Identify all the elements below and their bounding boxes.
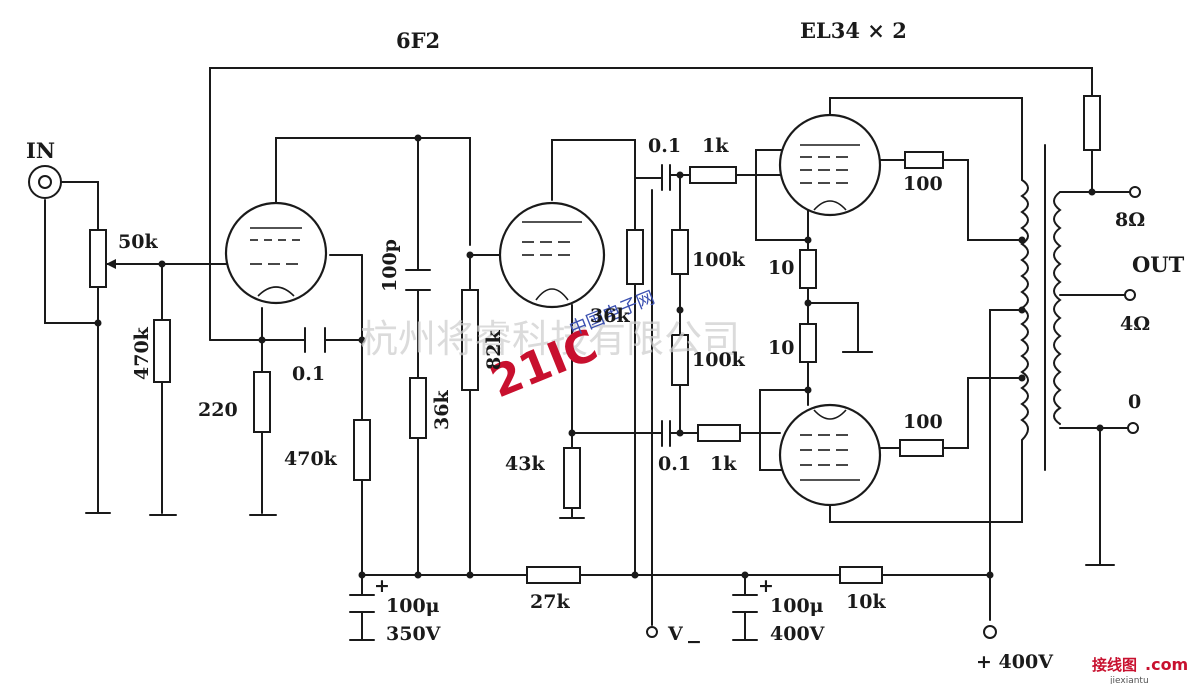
label-r-cathode: 220: [198, 399, 238, 421]
site-url: jiexiantu: [1109, 676, 1149, 684]
resistor-feedback: [1083, 95, 1101, 151]
site-com: .com: [1145, 655, 1188, 674]
label-cap2-voltage: 400V: [770, 623, 826, 645]
label-r-10-top: 10: [768, 257, 794, 279]
tube-el34-bottom: [778, 403, 882, 507]
label-r-10k: 10k: [846, 591, 886, 613]
label-output: OUT: [1132, 252, 1185, 277]
junction-dots: [94, 134, 1104, 579]
input-jack-inner: [38, 175, 52, 189]
label-cap2-value: 100μ: [770, 595, 824, 617]
labels: 6F2 EL34 × 2 IN OUT 8Ω 4Ω 0 50k 470k 220…: [26, 18, 1185, 673]
label-r-100-bottom: 100: [903, 411, 943, 433]
terminals: [28, 165, 1141, 639]
terminal-b-plus: [983, 625, 997, 639]
resistor-1k-top: [689, 166, 737, 184]
label-r-82k: 82k: [483, 330, 505, 370]
label-tube-6f2: 6F2: [396, 28, 440, 53]
resistor-220: [253, 371, 271, 433]
resistor-1k-bottom: [697, 424, 741, 442]
resistor-43k: [563, 447, 581, 509]
site-badge: 接线图 .com jiexiantu: [1092, 655, 1188, 684]
resistor-100k-bottom: [671, 334, 689, 386]
label-cap1-value: 100μ: [386, 595, 440, 617]
resistor-82k: [461, 289, 479, 391]
label-v-minus-sub: −: [686, 631, 702, 653]
label-r-100k-bottom: 100k: [692, 349, 746, 371]
label-c-bottom: 0.1: [658, 453, 691, 475]
terminal-0: [1127, 422, 1139, 434]
label-r-1k-bottom: 1k: [710, 453, 737, 475]
terminal-8ohm: [1129, 186, 1141, 198]
label-cap1-voltage: 350V: [386, 623, 442, 645]
label-tap-0: 0: [1128, 391, 1141, 413]
label-r-27k: 27k: [530, 591, 570, 613]
label-v-minus: V: [667, 623, 684, 645]
label-cap1-plus: +: [374, 575, 390, 597]
resistor-100k-top: [671, 229, 689, 275]
resistor-470k-plate: [353, 419, 371, 481]
resistor-470k-input: [153, 319, 171, 383]
terminal-4ohm: [1124, 289, 1136, 301]
output-transformer: [1020, 144, 1062, 471]
tube-6f2-triode: [224, 201, 328, 305]
resistor-10-bottom: [799, 323, 817, 363]
label-c-coupling: 0.1: [292, 363, 325, 385]
label-c-top: 0.1: [648, 135, 681, 157]
label-r-plate: 470k: [284, 448, 338, 470]
label-pot: 50k: [118, 231, 158, 253]
resistor-10k: [839, 566, 883, 584]
label-tube-el34: EL34 × 2: [800, 18, 907, 43]
resistor-100-top: [904, 151, 944, 169]
tube-6f2-pentode: [498, 201, 606, 309]
label-tap-4: 4Ω: [1120, 313, 1150, 335]
site-cn: 接线图: [1092, 656, 1137, 674]
label-r-36k-b: 36k: [590, 305, 630, 327]
label-r-43k: 43k: [505, 453, 545, 475]
label-c-100p: 100p: [379, 239, 401, 292]
label-r-10-bottom: 10: [768, 337, 794, 359]
resistor-36k-b: [626, 229, 644, 285]
tube-el34-top: [778, 113, 882, 217]
label-tap-8: 8Ω: [1115, 209, 1145, 231]
resistor-27k: [526, 566, 581, 584]
terminal-v-minus: [646, 626, 658, 638]
resistor-10-top: [799, 249, 817, 289]
label-b-plus: + 400V: [976, 651, 1054, 673]
label-r-100k-top: 100k: [692, 249, 746, 271]
label-r-in: 470k: [131, 326, 153, 380]
volume-potentiometer: [89, 229, 126, 288]
resistors: [153, 95, 1101, 584]
label-r-36k-a: 36k: [431, 390, 453, 430]
resistor-100-bottom: [899, 439, 944, 457]
resistor-36k-a: [409, 377, 427, 439]
capacitors: [304, 164, 758, 613]
label-input: IN: [26, 138, 55, 163]
label-r-100-top: 100: [903, 173, 943, 195]
ground-symbols: [85, 351, 1115, 641]
label-cap2-plus: +: [758, 575, 774, 597]
label-r-1k-top: 1k: [702, 135, 729, 157]
wiring: [44, 67, 1136, 641]
watermark-company: 杭州将睿科技有限公司: [360, 317, 740, 361]
